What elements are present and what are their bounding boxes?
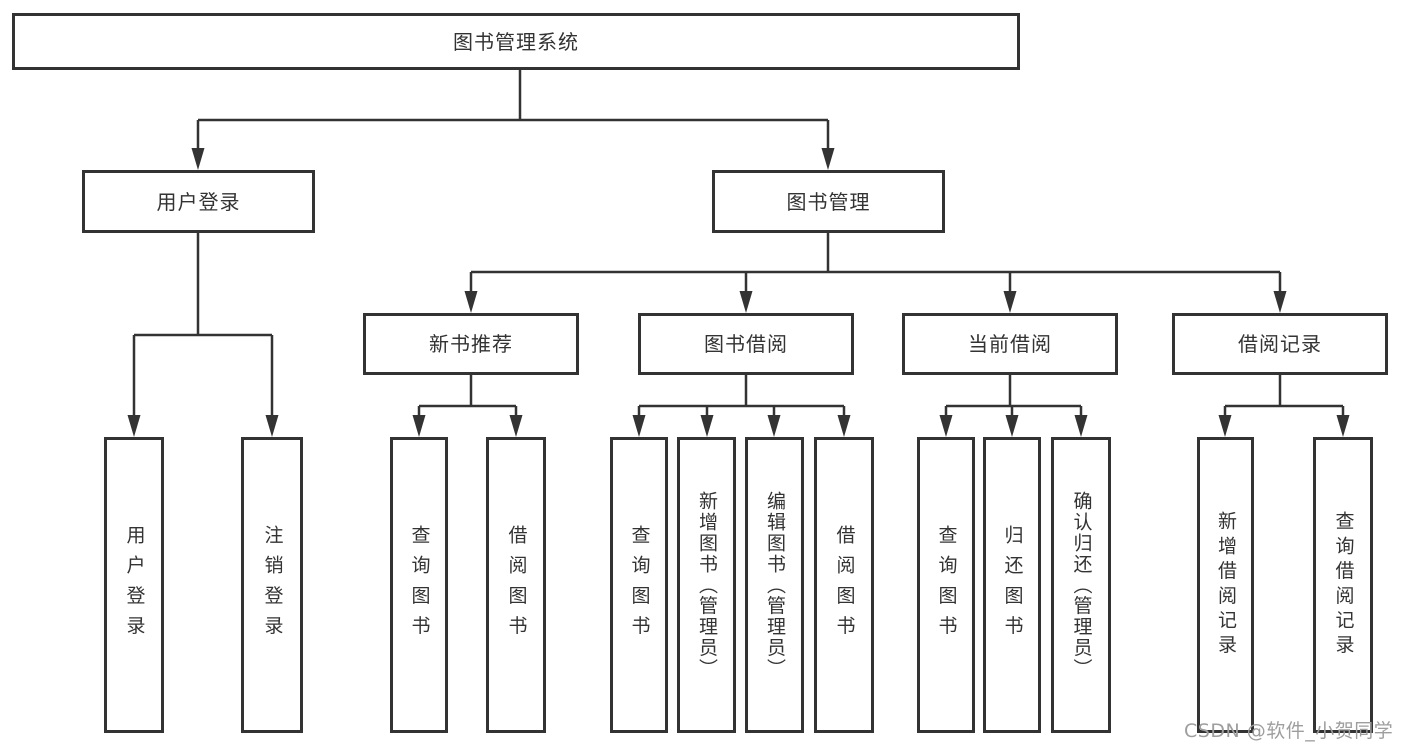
- node-borrow-records-label: 借阅记录: [1238, 332, 1322, 356]
- leaf-query-books-2: 查询图书: [610, 437, 668, 733]
- leaf-logout-label: 注销登录: [261, 524, 284, 646]
- leaf-confirm-return-admin-label: 确认归还（管理员）: [1070, 490, 1093, 680]
- node-user-login: 用户登录: [82, 170, 315, 233]
- leaf-add-borrow-record-label: 新增借阅记录: [1215, 510, 1237, 660]
- leaf-query-borrow-record-label: 查询借阅记录: [1332, 510, 1355, 660]
- leaf-query-books-2-label: 查询图书: [628, 524, 651, 646]
- leaf-return-books-label: 归还图书: [1001, 524, 1024, 646]
- leaf-borrow-books-1: 借阅图书: [486, 437, 546, 733]
- leaf-return-books: 归还图书: [983, 437, 1041, 733]
- leaf-borrow-books-1-label: 借阅图书: [505, 524, 528, 646]
- leaf-user-login: 用户登录: [104, 437, 164, 733]
- csdn-watermark: CSDN @软件_小贺同学: [1184, 720, 1394, 742]
- node-current-borrow-label: 当前借阅: [968, 332, 1052, 356]
- leaf-borrow-books-2: 借阅图书: [814, 437, 874, 733]
- leaf-edit-books-admin: 编辑图书（管理员）: [745, 437, 804, 733]
- leaf-query-books-1-label: 查询图书: [408, 524, 431, 646]
- node-root-system: 图书管理系统: [12, 13, 1020, 70]
- leaf-query-books-3: 查询图书: [917, 437, 975, 733]
- leaf-query-borrow-record: 查询借阅记录: [1313, 437, 1373, 733]
- node-book-management-label: 图书管理: [786, 189, 871, 214]
- leaf-add-books-admin-label: 新增图书（管理员）: [696, 490, 718, 680]
- node-book-borrow: 图书借阅: [638, 313, 854, 375]
- leaf-confirm-return-admin: 确认归还（管理员）: [1051, 437, 1111, 733]
- node-book-management: 图书管理: [712, 170, 945, 233]
- leaf-add-borrow-record: 新增借阅记录: [1197, 437, 1254, 733]
- leaf-add-books-admin: 新增图书（管理员）: [677, 437, 736, 733]
- node-new-book-recommend-label: 新书推荐: [429, 332, 513, 356]
- leaf-logout: 注销登录: [241, 437, 303, 733]
- node-root-label: 图书管理系统: [453, 29, 579, 54]
- node-current-borrow: 当前借阅: [902, 313, 1118, 375]
- node-user-login-label: 用户登录: [156, 189, 241, 214]
- node-borrow-records: 借阅记录: [1172, 313, 1388, 375]
- leaf-borrow-books-2-label: 借阅图书: [833, 524, 856, 646]
- node-new-book-recommend: 新书推荐: [363, 313, 579, 375]
- leaf-user-login-label: 用户登录: [123, 524, 146, 646]
- leaf-edit-books-admin-label: 编辑图书（管理员）: [764, 490, 786, 680]
- leaf-query-books-1: 查询图书: [390, 437, 448, 733]
- node-book-borrow-label: 图书借阅: [704, 332, 788, 356]
- leaf-query-books-3-label: 查询图书: [935, 524, 958, 646]
